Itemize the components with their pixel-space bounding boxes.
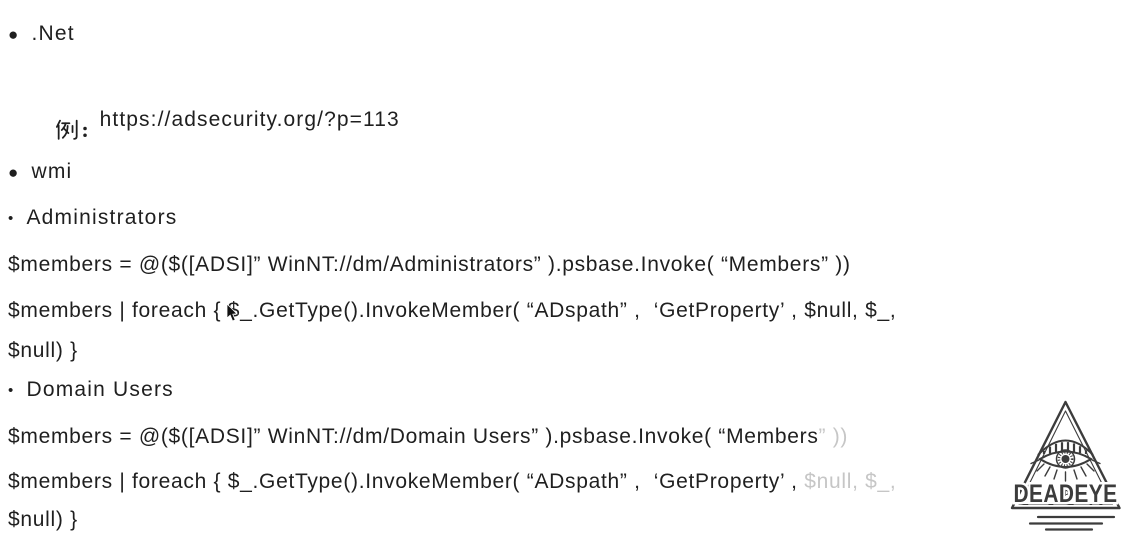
- net-heading: ● .Net: [8, 20, 75, 47]
- wmi-heading: ● wmi: [8, 158, 72, 185]
- example-url: https://adsecurity.org/?p=113: [99, 108, 400, 131]
- code-line-admin-foreach-wrap: $null) }: [8, 339, 78, 362]
- deadeye-watermark-logo: $ DEADEYE DEADEYE: [1004, 398, 1126, 540]
- administrators-subheading: • Administrators: [8, 204, 177, 231]
- deadeye-wordmark-halo: DEADEYE: [1014, 480, 1118, 508]
- code-du-members-faded: ” )): [818, 425, 849, 448]
- deadeye-logo-icon: $ DEADEYE DEADEYE: [1010, 400, 1121, 531]
- code-du-foreach-main: $members | foreach { $_.GetType().Invoke…: [8, 470, 805, 493]
- sub-bullet-icon: •: [8, 382, 15, 399]
- sub-bullet-icon: •: [8, 210, 15, 227]
- code-line-admin-foreach: $members | foreach { $_.GetType().Invoke…: [8, 299, 897, 322]
- code-du-foreach-faded: $null, $_,: [804, 470, 897, 493]
- code-line-admin-members: $members = @($([ADSI]” WinNT://dm/Admini…: [8, 253, 851, 276]
- code-line-du-foreach: $members | foreach { $_.GetType().Invoke…: [8, 468, 896, 495]
- wmi-heading-label: wmi: [31, 160, 73, 183]
- domain-users-subheading: • Domain Users: [8, 376, 174, 403]
- domain-users-label: Domain Users: [26, 378, 174, 401]
- code-du-members-main: $members = @($([ADSI]” WinNT://dm/Domain…: [8, 425, 819, 448]
- code-line-du-foreach-wrap: $null) }: [8, 508, 78, 531]
- mouse-cursor: [226, 303, 239, 323]
- example-label-glyph: [8, 63, 94, 176]
- net-heading-label: .Net: [31, 22, 75, 45]
- administrators-label: Administrators: [26, 206, 178, 229]
- deadeye-wordmark: DEADEYE: [1014, 480, 1118, 508]
- code-line-du-members: $members = @($([ADSI]” WinNT://dm/Domain…: [8, 423, 848, 450]
- example-label-icon: [55, 119, 87, 140]
- bullet-icon: ●: [8, 163, 20, 182]
- example-line: https://adsecurity.org/?p=113: [8, 63, 400, 176]
- dollar-glyph: $: [1062, 483, 1070, 498]
- bullet-icon: ●: [8, 25, 20, 44]
